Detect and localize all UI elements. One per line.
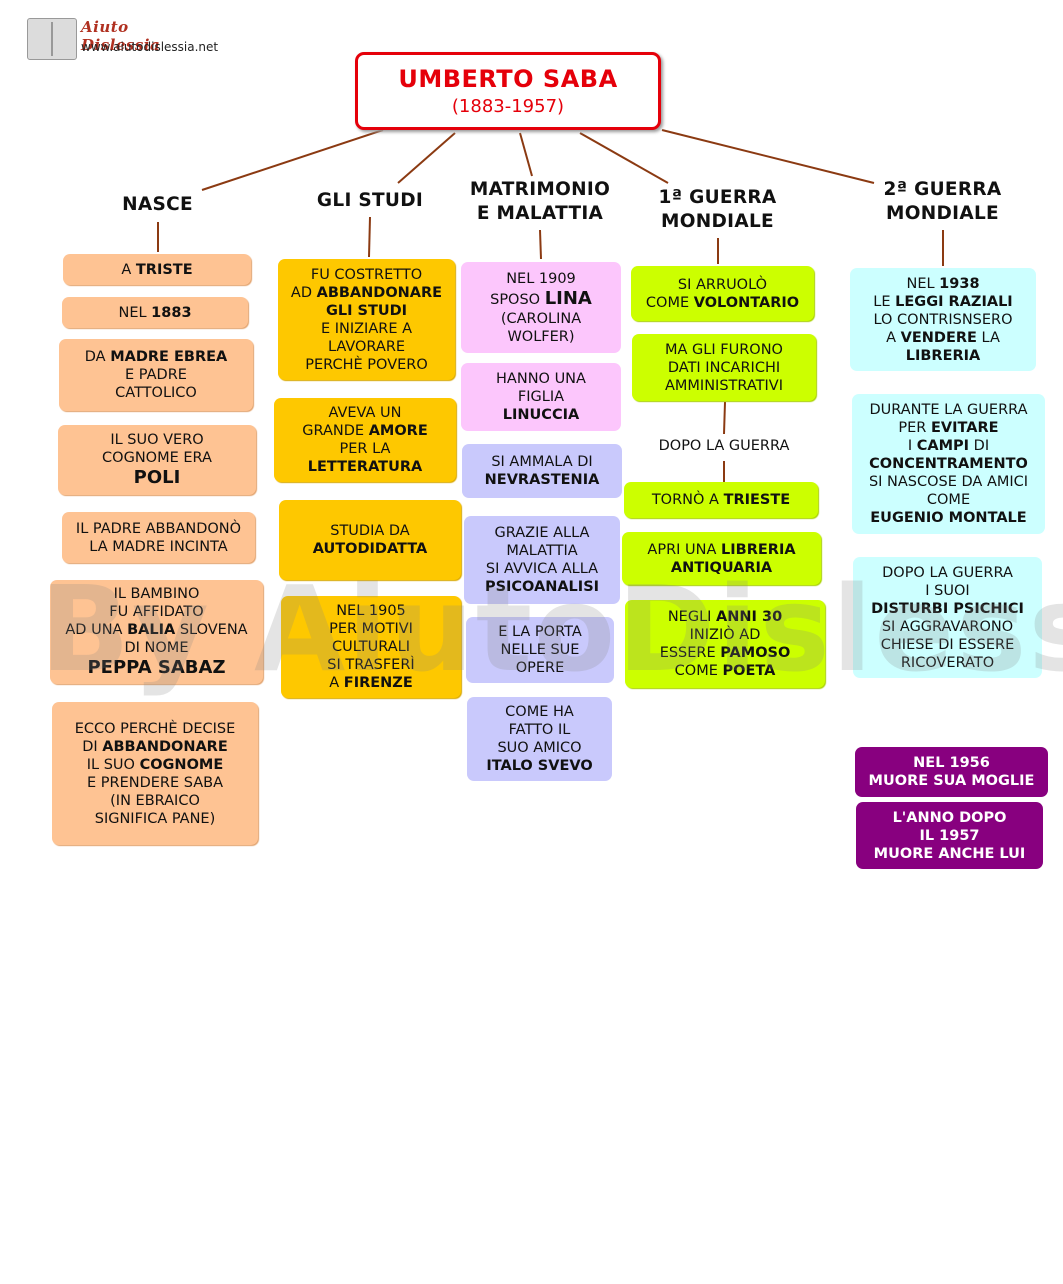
book-icon: [27, 18, 77, 60]
nasce-box-cognome: IL SUO VERO COGNOME ERA POLI: [58, 425, 256, 495]
guerra1-box-poeta: NEGLI ANNI 30 INIZIÒ AD ESSERE PAMOSO CO…: [625, 600, 825, 688]
logo-url: www.aiutodislessia.net: [81, 40, 219, 54]
matrimonio-box-psicoanalisi: GRAZIE ALLA MALATTIA SI AVVICA ALLA PSIC…: [464, 516, 620, 604]
connector-root-nasce: [201, 129, 384, 191]
nasce-box-padre: IL PADRE ABBANDONÒ LA MADRE INCINTA: [62, 512, 255, 563]
heading-nasce: NASCE: [122, 194, 193, 215]
matrimonio-box-linuccia: HANNO UNA FIGLIA LINUCCIA: [461, 363, 621, 431]
matrimonio-box-svevo: COME HA FATTO IL SUO AMICO ITALO SVEVO: [467, 697, 612, 781]
matrimonio-box-lina: NEL 1909 SPOSO LINA (CAROLINA WOLFER): [461, 262, 621, 353]
guerra2-box-ricoverato: DOPO LA GUERRA I SUOI DISTURBI PSICHICI …: [853, 557, 1042, 678]
connector-root-guerra2: [661, 129, 875, 184]
nasce-box-1883: NEL 1883: [62, 297, 248, 328]
root-name: UMBERTO SABA: [398, 65, 618, 93]
guerra2-box-morte: L'ANNO DOPO IL 1957 MUORE ANCHE LUI: [856, 802, 1043, 869]
aiutodislessia-logo: Aiuto Dislessia www.aiutodislessia.net: [27, 18, 218, 60]
connector-root-guerra1: [579, 132, 669, 184]
guerra1-box-libreria: APRI UNA LIBRERIA ANTIQUARIA: [622, 532, 821, 585]
studi-box-abbandono: FU COSTRETTO AD ABBANDONARE GLI STUDI E …: [278, 259, 455, 380]
logo-title: Aiuto Dislessia: [81, 18, 161, 54]
heading-studi: GLI STUDI: [316, 190, 424, 211]
guerra2-box-nascosto: DURANTE LA GUERRA PER EVITARE I CAMPI DI…: [852, 394, 1045, 534]
guerra1-box-incarichi: MA GLI FURONO DATI INCARICHI AMMINISTRAT…: [632, 334, 816, 401]
nasce-box-genitori: DA MADRE EBREA E PADRE CATTOLICO: [59, 339, 253, 411]
nasce-box-triste: A TRISTE: [63, 254, 251, 285]
guerra1-dopo-label: DOPO LA GUERRA: [658, 438, 790, 454]
nasce-box-saba: ECCO PERCHÈ DECISE DI ABBANDONARE IL SUO…: [52, 702, 258, 845]
guerra1-box-volontario: SI ARRUOLÒ COME VOLONTARIO: [631, 266, 814, 321]
connector-root-matrimonio: [519, 132, 533, 177]
root-node: UMBERTO SABA (1883-1957): [355, 52, 661, 130]
guerra2-box-leggi-raziali: NEL 1938 LE LEGGI RAZIALI LO CONTRISNSER…: [850, 268, 1036, 371]
nasce-box-balia: IL BAMBINO FU AFFIDATO AD UNA BALIA SLOV…: [50, 580, 263, 684]
matrimonio-box-nevrastenia: SI AMMALA DI NEVRASTENIA: [462, 444, 622, 498]
studi-box-firenze: NEL 1905 PER MOTIVI CULTURALI SI TRASFER…: [281, 596, 461, 698]
connector-guerra1-dopo-top: [723, 401, 726, 435]
connector-studi-down: [368, 216, 371, 258]
root-dates: (1883-1957): [451, 96, 565, 117]
connector-root-studi: [397, 132, 456, 184]
studi-box-autodidatta: STUDIA DA AUTODIDATTA: [279, 500, 461, 580]
guerra2-box-moglie: NEL 1956 MUORE SUA MOGLIE: [855, 747, 1048, 797]
matrimonio-box-opere: E LA PORTA NELLE SUE OPERE: [466, 617, 614, 683]
connector-matrimonio-down: [539, 229, 542, 260]
studi-box-letteratura: AVEVA UN GRANDE AMORE PER LA LETTERATURA: [274, 398, 456, 482]
guerra1-box-trieste: TORNÒ A TRIESTE: [624, 482, 818, 518]
